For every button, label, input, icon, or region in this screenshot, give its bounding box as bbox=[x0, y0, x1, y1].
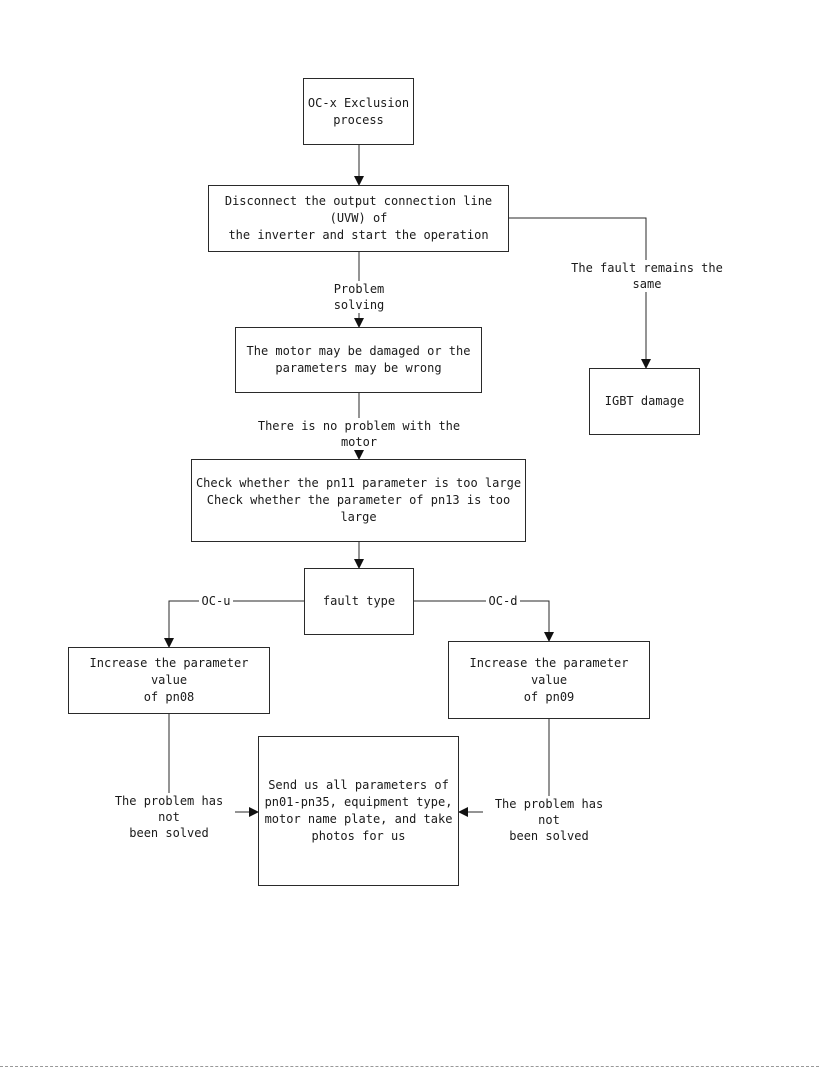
edge-fault-to-pn08 bbox=[164, 600, 304, 648]
label-problem-solving: Problem solving bbox=[308, 281, 410, 313]
node-pn08: Increase the parameter value of pn08 bbox=[68, 647, 270, 714]
node-send: Send us all parameters of pn01-pn35, equ… bbox=[258, 736, 459, 886]
node-check: Check whether the pn11 parameter is too … bbox=[191, 459, 526, 542]
label-oc-u: OC-u bbox=[199, 593, 233, 609]
label-not-solved-right: The problem has not been solved bbox=[483, 796, 615, 844]
node-fault-type: fault type bbox=[304, 568, 414, 635]
node-start: OC-x Exclusion process bbox=[303, 78, 414, 145]
edge-fault-to-pn09 bbox=[414, 600, 554, 642]
page-bottom-rule bbox=[0, 1066, 819, 1067]
node-disconnect: Disconnect the output connection line (U… bbox=[208, 185, 509, 252]
label-no-problem-motor: There is no problem with the motor bbox=[248, 418, 470, 450]
label-not-solved-left: The problem has not been solved bbox=[103, 793, 235, 841]
node-pn09: Increase the parameter value of pn09 bbox=[448, 641, 650, 719]
label-fault-same: The fault remains the same bbox=[562, 260, 732, 292]
node-motor: The motor may be damaged or the paramete… bbox=[235, 327, 482, 393]
edge-disconnect-to-igbt bbox=[509, 217, 651, 369]
label-oc-d: OC-d bbox=[486, 593, 520, 609]
node-igbt: IGBT damage bbox=[589, 368, 700, 435]
